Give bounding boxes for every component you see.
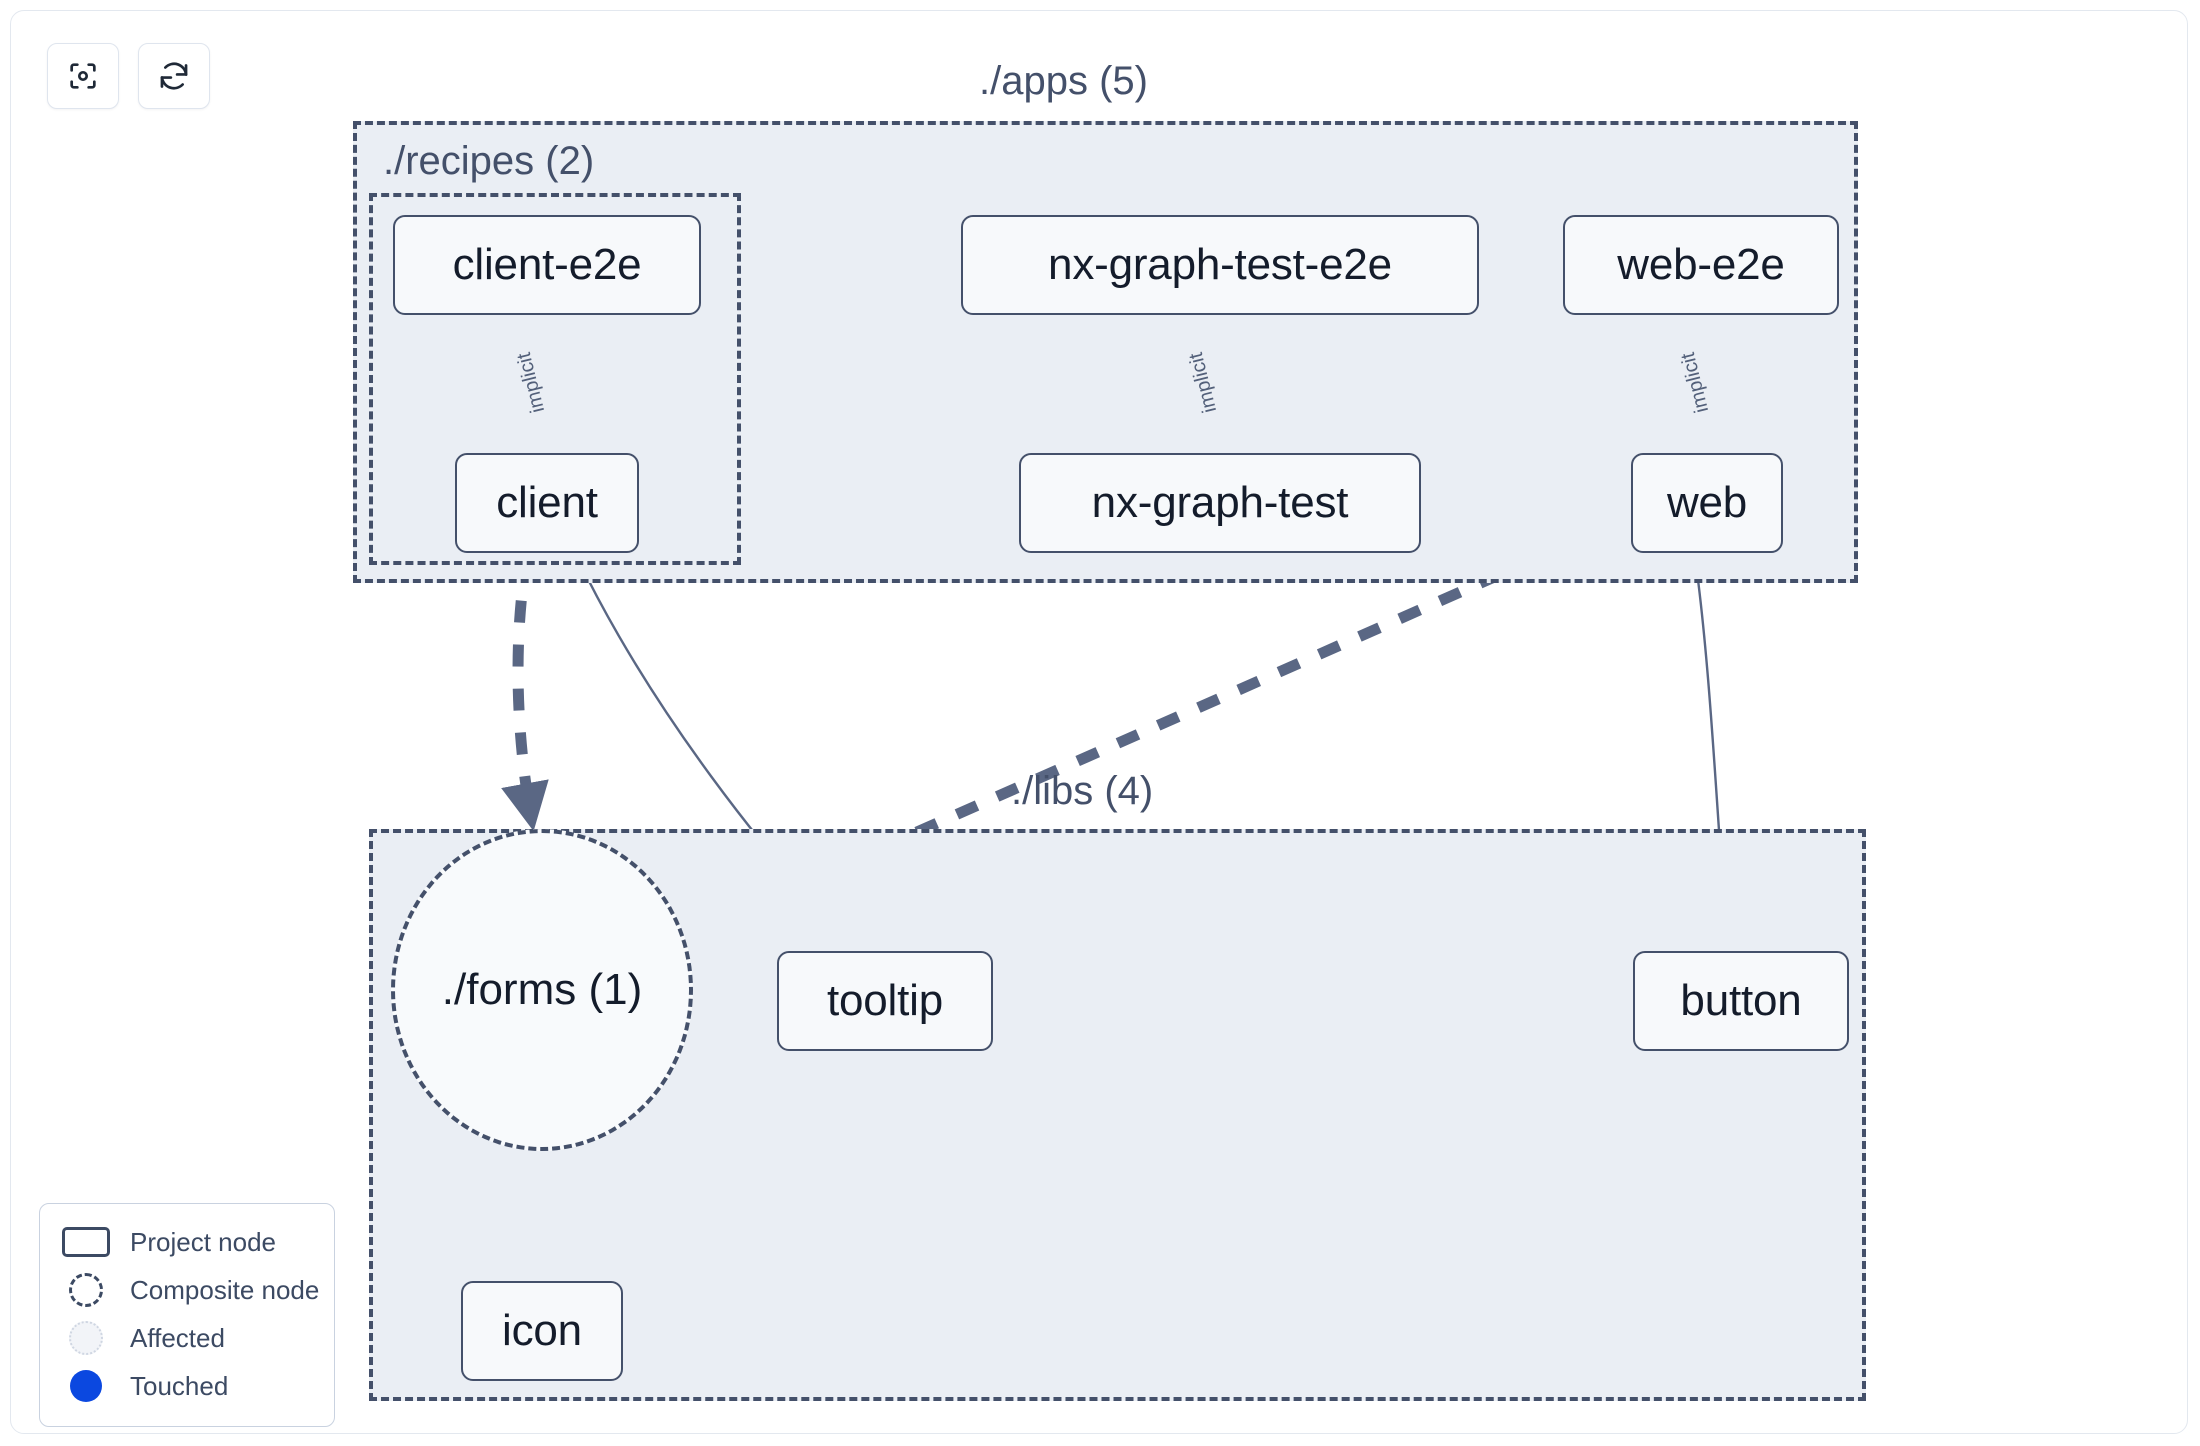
graph-node-forms[interactable]: ./forms (1) <box>391 829 693 1151</box>
focus-target-icon <box>66 59 100 93</box>
graph-node-button[interactable]: button <box>1633 951 1849 1051</box>
graph-node-tooltip[interactable]: tooltip <box>777 951 993 1051</box>
graph-node-label: client <box>496 478 598 527</box>
legend-label-composite-node: Composite node <box>130 1274 320 1305</box>
graph-node-label: client-e2e <box>452 240 642 289</box>
graph-toolbar <box>47 43 210 109</box>
graph-node-label: button <box>1680 976 1802 1025</box>
graph-node-web[interactable]: web <box>1631 453 1783 553</box>
legend-item-composite-node: Composite node <box>58 1266 320 1314</box>
refresh-graph-button[interactable] <box>138 43 210 109</box>
group-label-recipes: ./recipes (2) <box>383 139 595 183</box>
graph-node-label: tooltip <box>826 976 943 1025</box>
graph-node-label: nx-graph-test-e2e <box>1048 240 1392 289</box>
graph-node-nx-graph-test-e2e[interactable]: nx-graph-test-e2e <box>961 215 1479 315</box>
graph-legend: Project node Composite node Affected Tou… <box>39 1203 335 1427</box>
refresh-icon <box>157 59 191 93</box>
graph-node-client[interactable]: client <box>455 453 639 553</box>
legend-item-touched: Touched <box>58 1362 316 1410</box>
group-label-apps: ./apps (5) <box>979 59 1148 103</box>
legend-label-affected: Affected <box>130 1322 225 1353</box>
affected-swatch <box>58 1321 114 1355</box>
touched-swatch <box>58 1370 114 1402</box>
graph-node-label: nx-graph-test <box>1091 478 1349 527</box>
edge-client-to-forms <box>501 556 549 832</box>
focus-graph-button[interactable] <box>47 43 119 109</box>
group-label-libs: ./libs (4) <box>1011 769 1154 813</box>
graph-node-web-e2e[interactable]: web-e2e <box>1563 215 1839 315</box>
graph-node-label: web <box>1666 478 1748 527</box>
graph-node-label: web-e2e <box>1617 240 1785 289</box>
legend-label-project-node: Project node <box>130 1226 276 1257</box>
graph-node-label: ./forms (1) <box>441 965 643 1014</box>
graph-node-client-e2e[interactable]: client-e2e <box>393 215 701 315</box>
graph-node-icon[interactable]: icon <box>461 1281 623 1381</box>
graph-node-nx-graph-test[interactable]: nx-graph-test <box>1019 453 1421 553</box>
composite-node-swatch <box>58 1273 114 1307</box>
project-node-swatch <box>58 1227 114 1257</box>
legend-item-project-node: Project node <box>58 1218 316 1266</box>
legend-label-touched: Touched <box>130 1370 229 1401</box>
legend-item-affected: Affected <box>58 1314 316 1362</box>
graph-node-label: icon <box>502 1306 582 1355</box>
